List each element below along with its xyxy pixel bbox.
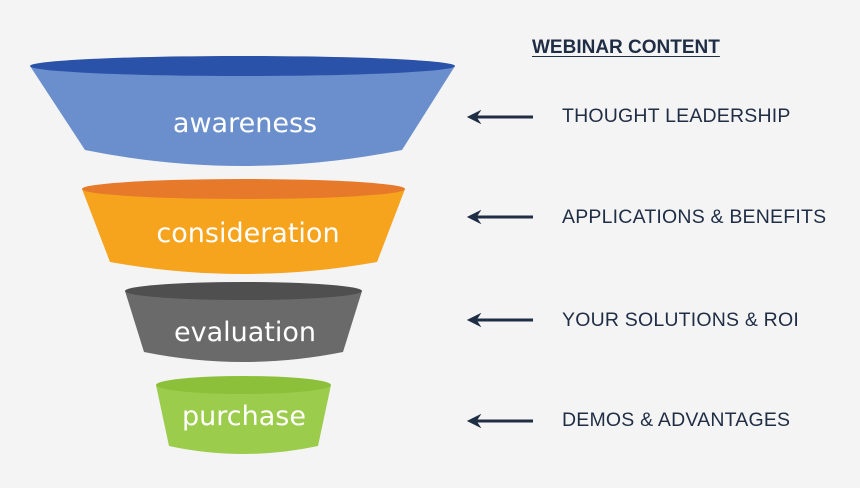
funnel-body-awareness [30,58,455,166]
arrow-left-icon [466,414,533,428]
funnel-rim-evaluation [125,282,362,300]
funnel-body-consideration [82,181,405,274]
content-item-solutions-roi: YOUR SOLUTIONS & ROI [562,309,799,331]
funnel-rim-consideration [82,179,405,199]
stage-label-consideration: consideration [156,218,339,249]
content-item-thought-leadership: THOUGHT LEADERSHIP [562,105,791,127]
funnel-stage-purchase: purchase [156,376,331,454]
stage-label-awareness: awareness [173,108,317,139]
funnel-body-purchase [156,377,331,454]
content-item-demos-advantages: DEMOS & ADVANTAGES [562,409,791,431]
stage-label-evaluation: evaluation [174,317,316,348]
arrow-left-icon [466,210,533,224]
arrow-left-icon [466,313,533,327]
stage-label-purchase: purchase [182,401,306,432]
funnel-body-evaluation [125,283,362,362]
webinar-content-heading: WEBINAR CONTENT [532,37,720,58]
funnel-rim-purchase [156,376,331,394]
funnel-rim-awareness [30,56,455,76]
arrow-left-icon [466,110,533,124]
funnel-stage-evaluation: evaluation [125,282,362,362]
funnel-stage-consideration: consideration [82,179,405,274]
content-item-applications-benefits: APPLICATIONS & BENEFITS [562,206,827,228]
funnel-stage-awareness: awareness [30,56,455,166]
